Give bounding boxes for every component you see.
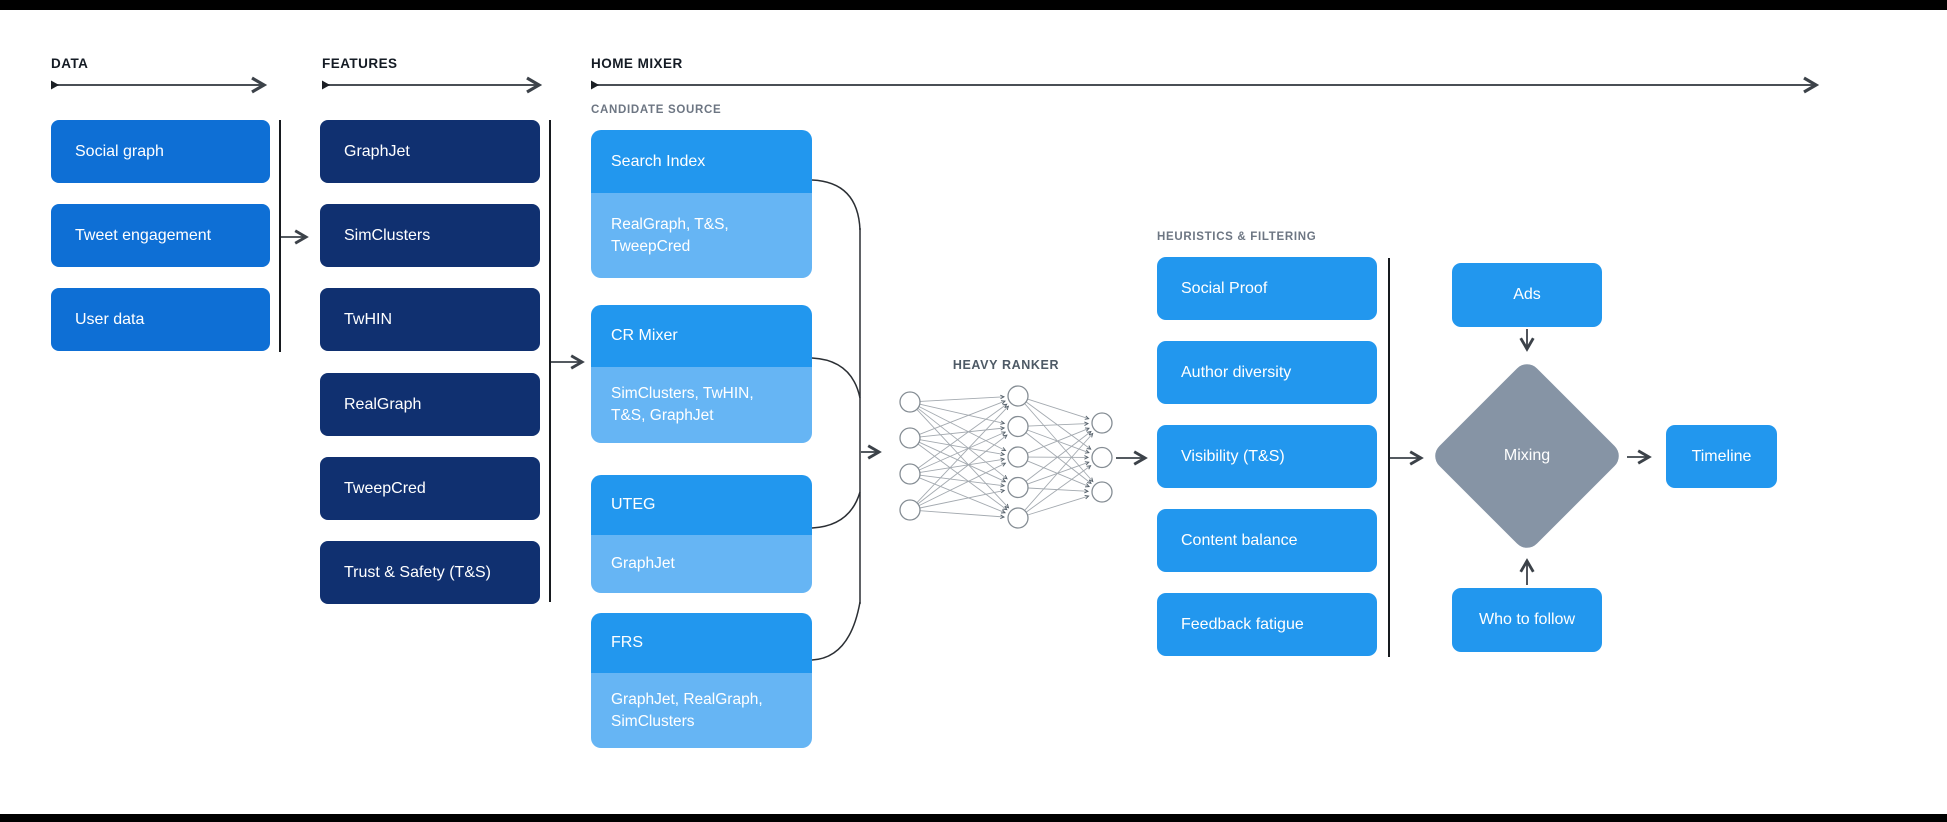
network-edge bbox=[1027, 427, 1090, 454]
feature-box-graphjet: GraphJet bbox=[320, 120, 540, 183]
data-box-social-graph: Social graph bbox=[51, 120, 270, 183]
network-edge bbox=[1025, 401, 1092, 450]
section-arrow-features bbox=[322, 76, 543, 94]
connector-search-index bbox=[811, 179, 861, 231]
heuristic-box-feedback-fatigue: Feedback fatigue bbox=[1157, 593, 1377, 656]
network-node bbox=[1007, 476, 1029, 499]
network-edge bbox=[918, 462, 1007, 507]
network-edge bbox=[917, 434, 1008, 505]
bottom-frame-bar bbox=[0, 814, 1947, 822]
network-edge bbox=[916, 405, 1010, 504]
connector-uteg bbox=[811, 491, 861, 529]
network-node bbox=[1091, 412, 1113, 434]
label-heuristics-filtering: HEURISTICS & FILTERING bbox=[1157, 231, 1317, 243]
heuristic-box-visibility: Visibility (T&S) bbox=[1157, 425, 1377, 488]
connector-frs bbox=[811, 601, 861, 661]
network-edge bbox=[1027, 421, 1090, 427]
network-edge bbox=[1027, 460, 1091, 488]
mixing-diamond-label: Mixing bbox=[1503, 447, 1551, 464]
candidate-group-cr-mixer: CR Mixer SimClusters, TwHIN, T&S, GraphJ… bbox=[591, 305, 812, 443]
network-edge bbox=[918, 441, 1007, 483]
network-edge bbox=[919, 457, 1006, 473]
heuristic-box-author-diversity: Author diversity bbox=[1157, 341, 1377, 404]
feature-box-twhin: TwHIN bbox=[320, 288, 540, 351]
section-arrow-home-mixer bbox=[591, 76, 1820, 94]
network-edge bbox=[919, 431, 1007, 471]
candidate-sources: RealGraph, T&S, TweepCred bbox=[591, 193, 812, 278]
connector-cr-mixer bbox=[811, 357, 861, 399]
network-edge bbox=[1025, 430, 1092, 482]
network-node bbox=[1007, 446, 1029, 468]
network-node bbox=[1007, 415, 1029, 438]
network-edge bbox=[1027, 429, 1090, 454]
data-box-user-data: User data bbox=[51, 288, 270, 351]
network-node bbox=[899, 499, 921, 521]
network-edge bbox=[919, 477, 1006, 514]
candidate-sources: GraphJet, RealGraph, SimClusters bbox=[591, 673, 812, 748]
heuristic-box-content-balance: Content balance bbox=[1157, 509, 1377, 572]
candidate-name: CR Mixer bbox=[591, 305, 812, 367]
data-box-tweet-engagement: Tweet engagement bbox=[51, 204, 270, 267]
heuristic-box-social-proof: Social Proof bbox=[1157, 257, 1377, 320]
section-label-data: DATA bbox=[51, 56, 89, 71]
network-edge bbox=[919, 488, 1006, 509]
feature-box-trust-safety: Trust & Safety (T&S) bbox=[320, 541, 540, 604]
candidate-group-search-index: Search Index RealGraph, T&S, TweepCred bbox=[591, 130, 812, 278]
candidate-name: UTEG bbox=[591, 475, 812, 535]
feature-box-simclusters: SimClusters bbox=[320, 204, 540, 267]
network-edge bbox=[918, 406, 1007, 452]
feature-box-realgraph: RealGraph bbox=[320, 373, 540, 436]
top-frame-bar bbox=[0, 0, 1947, 10]
network-node bbox=[1007, 385, 1029, 407]
candidate-sources: SimClusters, TwHIN, T&S, GraphJet bbox=[591, 367, 812, 443]
network-edge bbox=[919, 394, 1006, 402]
heavy-ranker-network bbox=[899, 385, 1113, 529]
candidate-group-uteg: UTEG GraphJet bbox=[591, 475, 812, 593]
network-edge bbox=[1024, 403, 1094, 483]
ads-box: Ads bbox=[1452, 263, 1602, 327]
network-edge bbox=[919, 400, 1006, 435]
network-edge bbox=[1027, 398, 1090, 420]
network-edge bbox=[917, 407, 1008, 480]
section-label-home-mixer: HOME MIXER bbox=[591, 56, 683, 71]
network-node bbox=[1091, 481, 1113, 503]
section-label-features: FEATURES bbox=[322, 56, 398, 71]
network-edge bbox=[1027, 495, 1090, 516]
timeline-box: Timeline bbox=[1666, 425, 1777, 488]
network-edge bbox=[919, 510, 1006, 519]
label-heavy-ranker: HEAVY RANKER bbox=[952, 358, 1060, 372]
candidate-sources: GraphJet bbox=[591, 535, 812, 593]
network-node bbox=[899, 391, 921, 413]
feature-box-tweepcred: TweepCred bbox=[320, 457, 540, 520]
candidate-group-frs: FRS GraphJet, RealGraph, SimClusters bbox=[591, 613, 812, 748]
network-edge bbox=[919, 403, 1006, 425]
network-edge bbox=[1024, 432, 1094, 511]
network-node bbox=[1007, 507, 1029, 529]
section-arrow-data bbox=[51, 76, 268, 94]
label-candidate-source: CANDIDATE SOURCE bbox=[591, 104, 722, 116]
network-edge bbox=[1025, 465, 1092, 513]
network-edge bbox=[919, 426, 1006, 438]
candidate-name: FRS bbox=[591, 613, 812, 673]
network-edge bbox=[916, 408, 1010, 509]
candidate-name: Search Index bbox=[591, 130, 812, 193]
network-edge bbox=[1027, 461, 1090, 485]
network-node bbox=[1091, 446, 1113, 469]
who-to-follow-box: Who to follow bbox=[1452, 588, 1602, 652]
network-edge bbox=[917, 403, 1008, 469]
network-edge bbox=[917, 443, 1008, 511]
network-edge bbox=[919, 439, 1006, 457]
network-edge bbox=[1027, 487, 1090, 494]
network-edge bbox=[919, 474, 1006, 488]
network-node bbox=[899, 427, 921, 449]
network-node bbox=[899, 463, 921, 485]
network-edge bbox=[1025, 432, 1092, 485]
